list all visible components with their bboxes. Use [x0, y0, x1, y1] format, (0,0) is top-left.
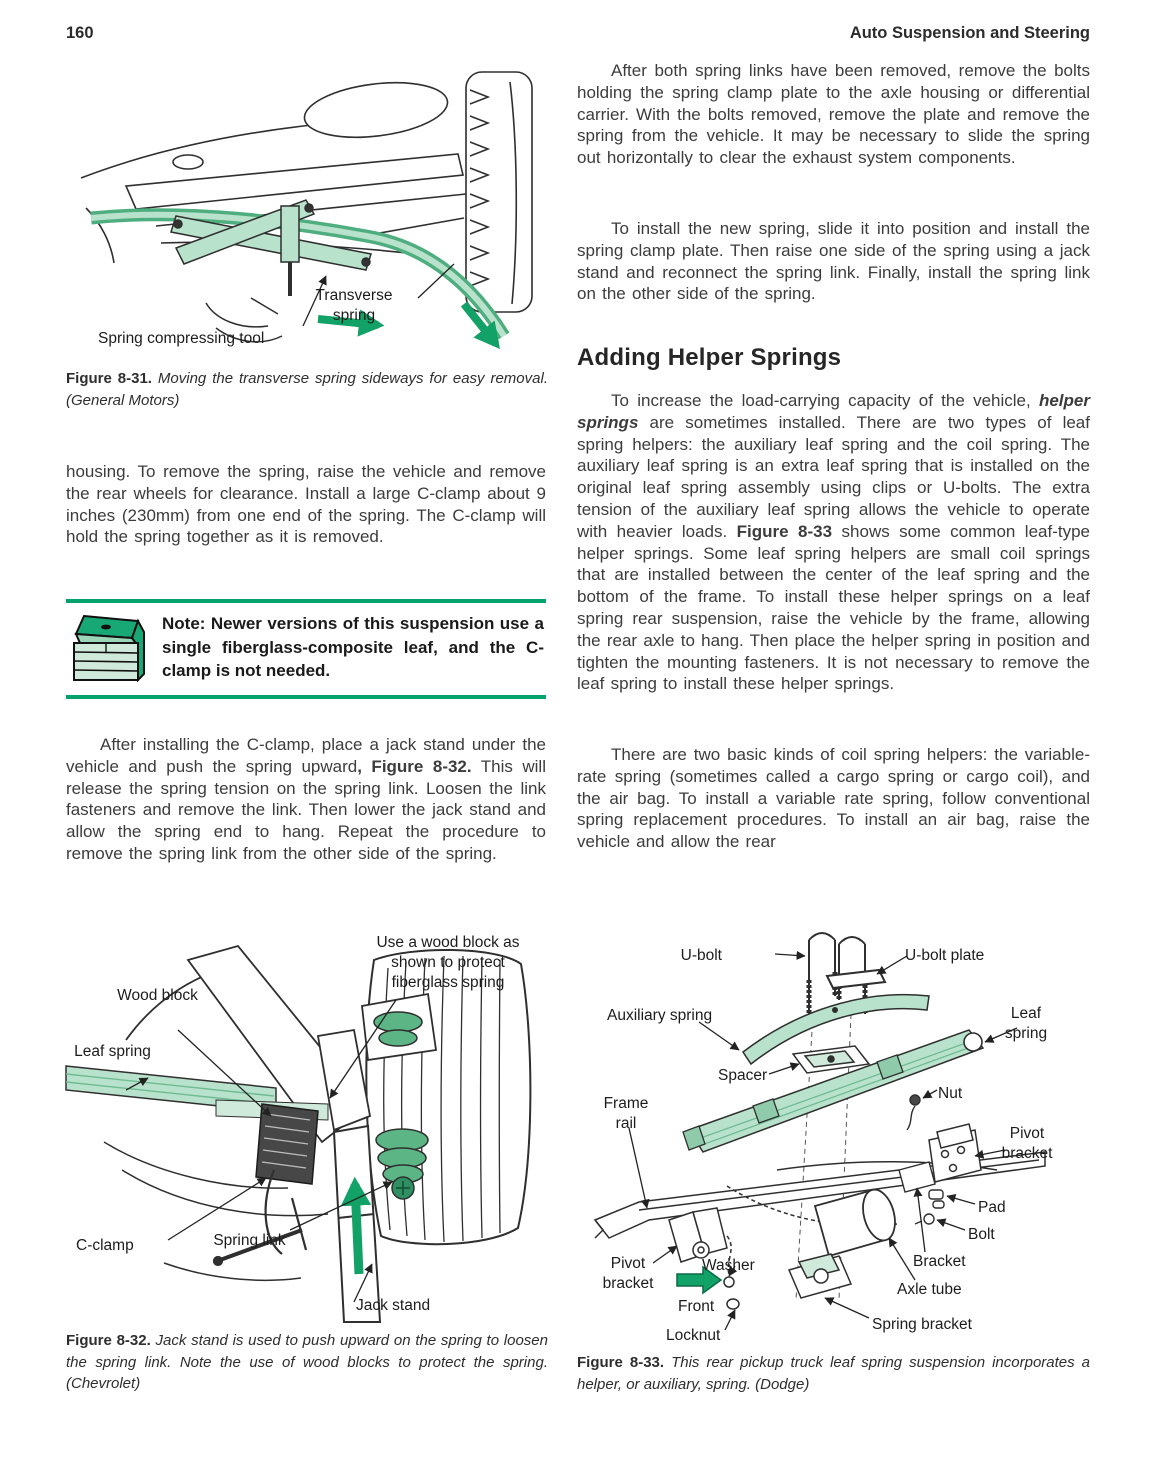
fig33-label-washer: Washer — [702, 1257, 755, 1274]
spring-link-bushings-drawing — [373, 1011, 429, 1200]
fig33-label-frame-rail: Frame rail — [603, 1095, 649, 1132]
running-header-title: Auto Suspension and Steering — [849, 24, 1090, 42]
paragraph-coil-helpers: There are two basic kinds of coil spring… — [577, 745, 1090, 852]
fig32-label-wood-block-note: Use a wood block as shown to protect fib… — [376, 934, 520, 991]
fig31-caption-text: Moving the transverse spring sideways fo… — [66, 370, 548, 409]
control-arm-sketch — [103, 1141, 329, 1282]
page-number: 160 — [66, 24, 94, 42]
fig32-label-spring-link: Spring link — [213, 1232, 286, 1249]
paragraph-helper-part2: are sometimes installed. There are two t… — [577, 412, 1090, 541]
fig33-label-pivot-bracket-right: Pivot bracket — [1001, 1125, 1053, 1162]
fig33-label-spring-bracket: Spring bracket — [872, 1316, 972, 1333]
section-heading: Adding Helper Springs — [577, 344, 842, 371]
transverse-spring-drawing — [90, 208, 510, 340]
fig31-caption-label: Figure 8-31. — [66, 370, 152, 387]
fig31-caption: Figure 8-31. Moving the transverse sprin… — [66, 368, 548, 411]
fig33-label-nut: Nut — [938, 1085, 963, 1102]
figure-8-33-illustration — [593, 932, 1046, 1331]
pivot-bracket-right-drawing — [928, 1123, 982, 1183]
note-box: Note: Newer versions of this suspension … — [66, 599, 546, 699]
fig32-label-leaf-spring: Leaf spring — [74, 1043, 151, 1060]
spacer-drawing — [791, 1045, 871, 1074]
front-direction-arrow — [676, 1265, 723, 1295]
leader-transverse-spring — [417, 263, 455, 299]
fig33-label-locknut: Locknut — [666, 1327, 721, 1344]
wood-block-drawing — [255, 1103, 319, 1185]
figure-8-32-reference: , Figure 8-32. — [357, 756, 472, 776]
leader-compressing-tool — [302, 275, 327, 327]
figure-8-32-illustration — [65, 944, 532, 1323]
tire-drawing — [365, 948, 532, 1246]
fig33-label-u-bolt-plate: U-bolt plate — [905, 947, 985, 964]
fig33-caption-text: This rear pickup truck leaf spring suspe… — [577, 1354, 1090, 1393]
paragraph-install-spring: To install the new spring, slide it into… — [577, 219, 1090, 304]
spring-bracket-drawing — [723, 1235, 853, 1310]
c-clamp-drawing — [212, 1169, 308, 1267]
fig33-label-spacer: Spacer — [718, 1067, 768, 1084]
hand-sketch — [205, 297, 283, 343]
fig33-label-bolt: Bolt — [968, 1226, 995, 1243]
fig31-label-spring-compressing-tool: Spring compressing tool — [98, 330, 265, 347]
fig32-caption-text: Jack stand is used to push upward on the… — [66, 1332, 548, 1392]
fig32-label-wood-block: Wood block — [117, 987, 198, 1004]
tire-drawing — [465, 71, 533, 313]
paragraph-cclamp-part2: This will release the spring tension on … — [66, 756, 546, 863]
u-bolt-plate-drawing — [825, 968, 887, 990]
bracket-pad-bolt-drawing — [898, 1094, 945, 1225]
pivot-bracket-left-drawing — [668, 1207, 728, 1263]
paragraph-helper-springs: To increase the load-carrying capacity o… — [577, 390, 1090, 695]
fig33-label-auxiliary-spring: Auxiliary spring — [607, 1007, 713, 1024]
sideways-arrow — [317, 309, 385, 337]
spring-compressing-tool-drawing — [170, 199, 372, 296]
paragraph-remove-spring: After both spring links have been remove… — [577, 61, 1090, 168]
fig32-label-jack-stand: Jack stand — [356, 1297, 431, 1314]
auxiliary-spring-drawing — [741, 993, 930, 1066]
helper-springs-term: helper springs — [577, 391, 1090, 432]
fig32-label-c-clamp: C-clamp — [76, 1237, 134, 1254]
fig33-label-u-bolt: U-bolt — [680, 947, 722, 964]
fig33-label-pad: Pad — [978, 1199, 1006, 1216]
fig31-label-transverse-spring: Transverse spring — [315, 287, 393, 324]
fig32-caption-label: Figure 8-32. — [66, 1332, 151, 1349]
fig32-leaders — [125, 999, 397, 1303]
paragraph-helper-part3: shows some common leaf-type helper sprin… — [577, 521, 1090, 694]
leaf-spring-drawing — [682, 1029, 985, 1153]
fig33-leaders — [628, 950, 1018, 1331]
fig33-caption: Figure 8-33. This rear pickup truck leaf… — [577, 1352, 1090, 1395]
figure-8-33-reference: Figure 8-33 — [736, 521, 833, 541]
figure-8-31-illustration — [80, 71, 533, 349]
fig33-label-leaf-spring: Leaf spring — [1004, 1005, 1048, 1042]
paragraph-cclamp-part1: After installing the C-clamp, place a ja… — [66, 735, 546, 776]
fig32-caption: Figure 8-32. Jack stand is used to push … — [66, 1330, 548, 1395]
u-bolts-drawing — [806, 932, 887, 1014]
paragraph-housing: housing. To remove the spring, raise the… — [66, 462, 546, 547]
toolbox-icon — [73, 614, 145, 683]
fig33-label-bracket: Bracket — [913, 1253, 966, 1270]
axle-tube-drawing — [813, 1188, 896, 1258]
underbody-line-art — [80, 81, 467, 264]
paragraph-helper-part1: To increase the load-carrying capacity o… — [611, 391, 1039, 410]
fig33-label-pivot-bracket-left: Pivot bracket — [602, 1255, 654, 1292]
note-text: Note: Newer versions of this suspension … — [162, 614, 544, 680]
fig33-label-front: Front — [678, 1298, 715, 1315]
fig33-label-axle-tube: Axle tube — [897, 1281, 962, 1298]
fig33-caption-label: Figure 8-33. — [577, 1354, 665, 1371]
downward-arrow — [460, 301, 500, 349]
paragraph-cclamp: After installing the C-clamp, place a ja… — [66, 734, 546, 865]
